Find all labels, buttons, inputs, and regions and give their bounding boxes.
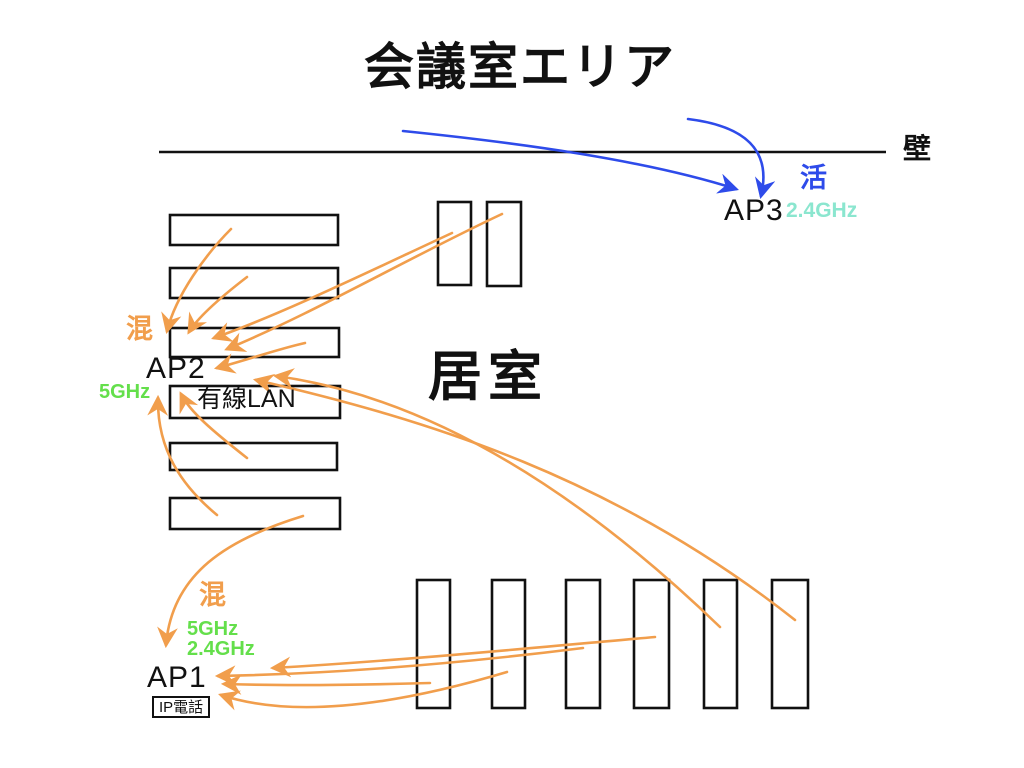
arrow-desk-b4-to-ap1 <box>269 635 657 678</box>
ap2-status-label: 混 <box>126 314 153 344</box>
desk-left-6 <box>168 496 342 531</box>
arrow-wall-to-ap3 <box>686 117 776 200</box>
ap3-label: AP3 <box>724 194 784 227</box>
ap2-label: AP2 <box>146 352 206 385</box>
arrow-desk-t2-to-ap2 <box>224 212 504 352</box>
arrow-desk-l6-to-ap1 <box>157 514 305 649</box>
ap3-band-label: 2.4GHz <box>786 199 858 222</box>
desk-left-2 <box>168 266 340 300</box>
arrow-desk-l6-to-ap2 <box>147 394 219 517</box>
ap1-label: AP1 <box>147 661 207 694</box>
arrow-desk-b5-to-ap2 <box>272 368 722 629</box>
desk-bottom-2 <box>490 578 527 710</box>
desk-left-1 <box>168 213 340 247</box>
ap1-band-5ghz-label: 5GHz <box>187 618 239 640</box>
room-label: 居室 <box>428 347 548 407</box>
ip-phone-badge: IP電話 <box>152 696 211 718</box>
desk-bottom-5 <box>702 578 739 710</box>
arrows-layer <box>147 117 797 711</box>
desk-bottom-1 <box>415 578 452 710</box>
desks-layer <box>168 200 810 710</box>
desk-bottom-4 <box>632 578 671 710</box>
ap1-band-24ghz-label: 2.4GHz <box>187 638 255 660</box>
desk-top-2 <box>485 200 523 288</box>
arrow-title-to-ap3 <box>401 129 739 194</box>
desk-bottom-6 <box>770 578 810 710</box>
arrow-desk-b6-to-ap2 <box>252 373 797 622</box>
arrow-desk-l2-to-ap2 <box>187 275 249 335</box>
arrow-desk-l5-to-ap2 <box>179 391 249 460</box>
ap2-band-label: 5GHz <box>99 381 151 403</box>
arrow-mid-to-ap2 <box>213 341 307 374</box>
ap3-status-label: 活 <box>800 163 827 193</box>
arrow-desk-b3-to-ap1 <box>214 646 585 687</box>
arrow-desk-t1-to-ap2 <box>211 231 454 342</box>
arrow-desk-l1-to-ap2 <box>161 227 233 335</box>
arrow-desk-b2-to-ap1 <box>218 670 509 711</box>
arrow-desk-b1-to-ap1 <box>220 674 432 695</box>
wall-label: 壁 <box>903 133 932 164</box>
ap1-status-label: 混 <box>199 580 226 610</box>
wired-lan-label: 有線LAN <box>197 385 296 413</box>
desk-left-5 <box>168 441 339 472</box>
page-title: 会議室エリア <box>364 39 676 95</box>
